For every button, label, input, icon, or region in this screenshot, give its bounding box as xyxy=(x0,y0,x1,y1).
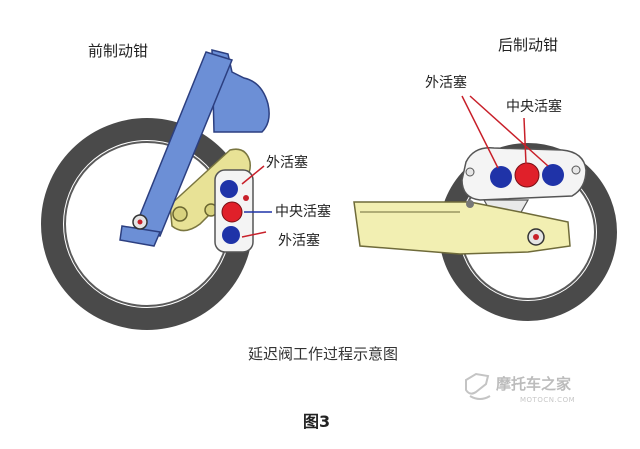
watermark-subtext: MOTOCN.COM xyxy=(520,396,576,404)
rear-outer-piston-left xyxy=(490,166,512,188)
rear-leader-2 xyxy=(469,95,549,167)
front-fork xyxy=(119,49,270,247)
rear-outer-piston-right xyxy=(542,164,564,186)
swingarm-bolt xyxy=(466,200,474,208)
rear-bolt-right xyxy=(571,165,581,175)
rear-center-piston-label: 中央活塞 xyxy=(506,99,562,115)
diagram-caption: 延迟阀工作过程示意图 xyxy=(248,345,399,363)
figure-number: 图3 xyxy=(303,412,331,431)
rear-leader-1 xyxy=(461,95,499,169)
front-outer-piston-top xyxy=(220,180,238,198)
rear-outer-piston-label: 外活塞 xyxy=(425,75,467,91)
front-caliper-bolt xyxy=(243,195,249,201)
rear-leaders xyxy=(461,95,549,169)
front-mount-bolt-1 xyxy=(172,206,188,222)
rear-center-piston xyxy=(514,162,540,188)
watermark-text: 摩托车之家 xyxy=(496,375,572,393)
swingarm-body xyxy=(353,201,571,255)
front-outer-piston-label-bottom: 外活塞 xyxy=(278,233,320,249)
front-outer-piston-bottom xyxy=(222,226,240,244)
fork-lower-leg xyxy=(119,225,162,247)
rear-caliper-label: 后制动钳 xyxy=(498,36,559,54)
rear-leader-3 xyxy=(523,117,527,165)
front-axle-center xyxy=(137,219,143,225)
watermark-logo-shape xyxy=(465,372,490,395)
watermark-logo xyxy=(465,372,491,400)
watermark-logo-arc xyxy=(469,395,491,400)
rear-bolt-left xyxy=(465,167,475,177)
rear-axle-center xyxy=(533,234,539,240)
front-outer-piston-label-top: 外活塞 xyxy=(266,155,308,171)
rear-caliper xyxy=(461,147,587,215)
fork-tube xyxy=(132,51,234,237)
leader-outer-bottom xyxy=(241,231,267,238)
front-caliper xyxy=(214,169,254,253)
front-leaders xyxy=(241,165,272,238)
swingarm xyxy=(353,200,571,255)
front-center-piston xyxy=(221,201,243,223)
front-center-piston-label: 中央活塞 xyxy=(275,204,331,220)
leader-outer-top xyxy=(241,165,265,185)
front-caliper-label: 前制动钳 xyxy=(88,42,149,60)
